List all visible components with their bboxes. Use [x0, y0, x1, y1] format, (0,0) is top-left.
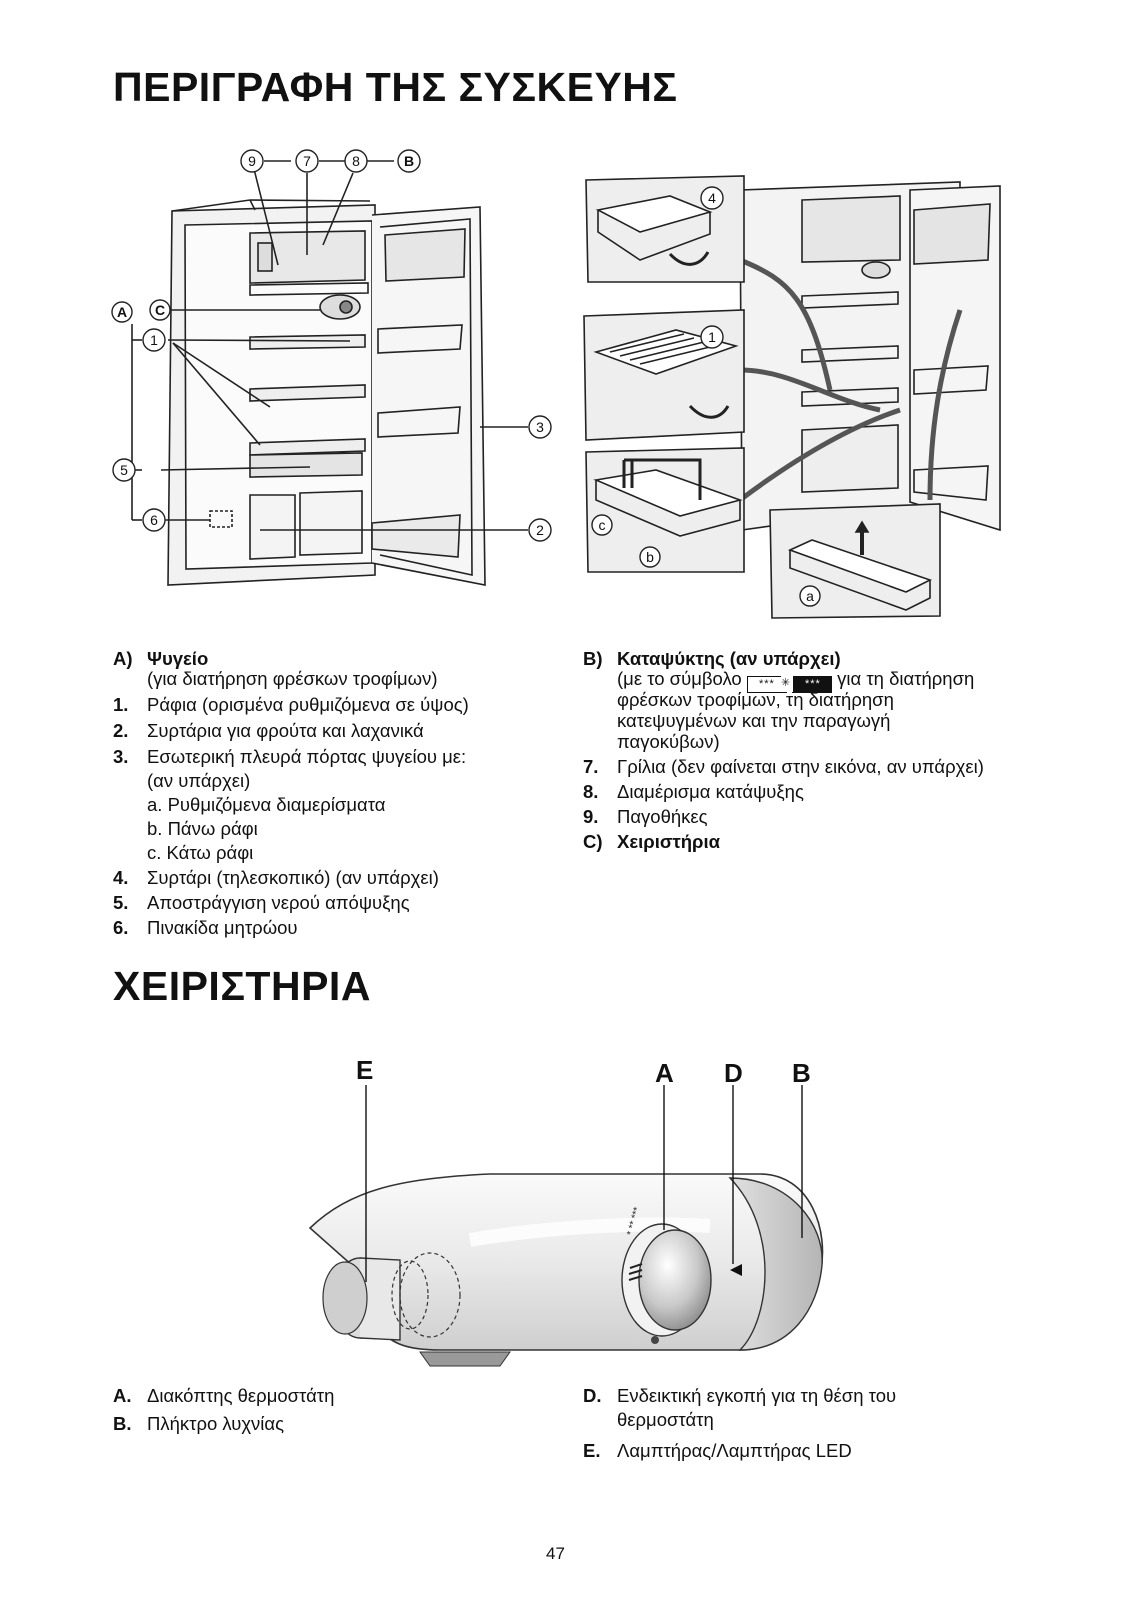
list-subitem: b. Πάνω ράφι [147, 818, 258, 839]
section-b-desc: (με το σύμβολο *** ✳*** για τη διατήρηση [617, 666, 974, 693]
section-c-label: C) [583, 831, 603, 852]
controls-title: ΧΕΙΡΙΣΤΗΡΙΑ [113, 963, 371, 1009]
label-A: A [655, 1058, 674, 1088]
list-item: 8.Διαμέρισμα κατάψυξης [583, 781, 804, 802]
callout-c: c [599, 517, 606, 533]
list-subitem: c. Κάτω ράφι [147, 842, 254, 863]
page-title: ΠΕΡΙΓΡΑΦΗ ΤΗΣ ΣΥΣΚΕΥΗΣ [113, 64, 678, 110]
callout-5: 5 [120, 462, 128, 478]
thermostat-notch-icon [730, 1264, 742, 1276]
callout-a: a [806, 588, 814, 604]
list-subitem: a. Ρυθμιζόμενα διαμερίσματα [147, 794, 386, 815]
freezer-star-symbol-icon: ✳*** [781, 676, 832, 693]
list-item: 2.Συρτάρια για φρούτα και λαχανικά [113, 720, 424, 741]
list-item: 9.Παγοθήκες [583, 806, 708, 827]
callout-2: 2 [536, 522, 544, 538]
legend-item: A.Διακόπτης θερμοστάτη [113, 1385, 335, 1406]
legend-item: E.Λαμπτήρας/Λαμπτήρας LED [583, 1440, 852, 1461]
section-a-label: A) [113, 648, 133, 669]
callout-B: B [404, 153, 414, 169]
label-B: B [792, 1058, 811, 1088]
list-item: 7.Γρίλια (δεν φαίνεται στην εικόνα, αν υ… [583, 756, 984, 777]
list-item-cont: (αν υπάρχει) [147, 770, 251, 791]
label-D: D [724, 1058, 743, 1088]
section-b-label: B) [583, 648, 603, 669]
callout-7: 7 [303, 153, 311, 169]
list-item: 4.Συρτάρι (τηλεσκοπικό) (αν υπάρχει) [113, 867, 439, 888]
list-item: 3.Εσωτερική πλευρά πόρτας ψυγείου με: [113, 746, 467, 767]
callout-1: 1 [150, 332, 158, 348]
callout-4: 4 [708, 190, 716, 206]
list-item: 5.Αποστράγγιση νερού απόψυξης [113, 892, 410, 913]
label-E: E [356, 1055, 374, 1085]
callout-1b: 1 [708, 329, 716, 345]
callout-6: 6 [150, 512, 158, 528]
page-number: 47 [546, 1544, 565, 1563]
accessories-diagram: 4 1 c b a [583, 175, 1001, 619]
section-b-desc-line: φρέσκων τροφίμων, τη διατήρηση [617, 689, 894, 710]
callout-3: 3 [536, 419, 544, 435]
section-b-title: Καταψύκτης (αν υπάρχει) [617, 648, 841, 669]
list-item: 1.Ράφια (ορισμένα ρυθμιζόμενα σε ύψος) [113, 694, 469, 715]
legend-item-cont: θερμοστάτη [617, 1409, 714, 1430]
callout-8: 8 [352, 153, 360, 169]
fridge-diagram: 9 7 8 B A C 1 3 5 6 2 [111, 149, 552, 586]
callout-b: b [646, 549, 654, 565]
control-panel-diagram: * ** *** [308, 1085, 824, 1367]
section-a-desc: (για διατήρηση φρέσκων τροφίμων) [147, 668, 438, 689]
section-a-title: Ψυγείο [147, 648, 209, 669]
callout-9: 9 [248, 153, 256, 169]
section-b-desc-line: παγοκύβων) [617, 731, 720, 752]
legend-item: B.Πλήκτρο λυχνίας [113, 1413, 285, 1434]
list-item: 6.Πινακίδα μητρώου [113, 917, 298, 938]
legend-item: D.Ενδεικτική εγκοπή για τη θέση του [583, 1385, 897, 1406]
section-b-desc-line: κατεψυγμένων και την παραγωγή [617, 710, 891, 731]
callout-A: A [117, 304, 127, 320]
section-c-title: Χειριστήρια [617, 831, 721, 852]
callout-C: C [155, 302, 165, 318]
